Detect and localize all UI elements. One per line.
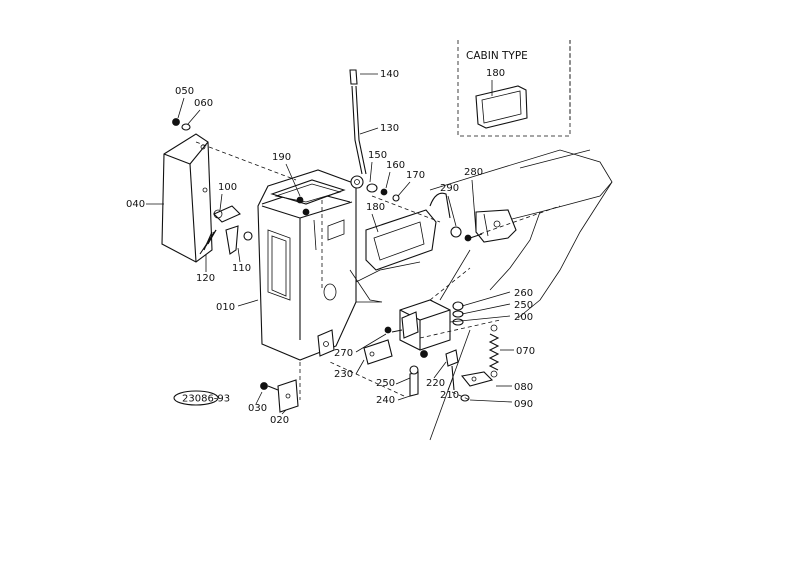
frame-bracket — [475, 209, 517, 243]
leader-p150 — [369, 161, 373, 183]
leader-p230 — [355, 359, 365, 375]
leader-p050 — [177, 97, 185, 119]
shift-lever — [349, 69, 400, 202]
part-label-p120: 120 — [196, 273, 215, 284]
leader-p190 — [285, 163, 301, 197]
leader-p250b — [395, 377, 411, 385]
catalog-code: 23086-93 — [182, 394, 230, 405]
part-label-p020: 020 — [270, 415, 289, 426]
part-label-p260: 260 — [514, 288, 533, 299]
leader-p110 — [237, 247, 241, 263]
leader-p020 — [281, 409, 287, 415]
leader-p200 — [449, 315, 511, 323]
part-label-p160: 160 — [386, 160, 405, 171]
leader-p090 — [469, 399, 513, 403]
assembly-dashed-lines — [195, 141, 561, 401]
part-label-p140: 140 — [380, 69, 399, 80]
part-label-p210: 210 — [440, 390, 459, 401]
bottom-bracket — [260, 379, 299, 413]
part-label-p200: 200 — [514, 312, 533, 323]
leader-p130 — [359, 127, 379, 135]
leader-p250a — [461, 303, 511, 315]
leader-p030 — [255, 391, 263, 405]
part-label-p180a: 180 — [366, 202, 385, 213]
leader-p280 — [471, 179, 477, 233]
side-cover-plate — [161, 133, 213, 263]
part-label-p050: 050 — [175, 86, 194, 97]
leader-p100 — [219, 193, 223, 211]
part-label-p100: 100 — [218, 182, 237, 193]
part-label-p150: 150 — [368, 150, 387, 161]
leader-p210 — [447, 379, 453, 391]
leader-p170 — [397, 181, 411, 197]
part-label-p240: 240 — [376, 395, 395, 406]
part-label-p060: 060 — [194, 98, 213, 109]
leader-p160 — [385, 171, 391, 189]
leader-p180a — [371, 213, 379, 233]
part-label-p230: 230 — [334, 369, 353, 380]
part-label-p080: 080 — [514, 382, 533, 393]
handrail — [365, 192, 451, 271]
leader-p240 — [397, 395, 411, 401]
cabin-cover-part — [475, 85, 528, 129]
part-label-p030: 030 — [248, 403, 267, 414]
tension-spring — [488, 324, 500, 378]
part-label-p280: 280 — [464, 167, 483, 178]
part-label-p130: 130 — [380, 123, 399, 134]
catalog-code-badge: 23086-93 — [173, 390, 230, 406]
leader-lines — [146, 73, 514, 415]
cabin-type-inset: CABIN TYPE — [457, 40, 571, 137]
bolt-washer — [172, 118, 191, 131]
part-label-p040: 040 — [126, 199, 145, 210]
part-label-p290: 290 — [440, 183, 459, 194]
leader-p270 — [355, 333, 387, 353]
pivot-bolt — [450, 226, 483, 242]
part-label-p180b: 180 — [486, 68, 505, 79]
part-label-p110: 110 — [232, 263, 251, 274]
part-label-p010: 010 — [216, 302, 235, 313]
part-label-p220: 220 — [426, 378, 445, 389]
part-labels: 0500600401901001201100100300201401301501… — [126, 68, 535, 426]
inset-title: CABIN TYPE — [466, 50, 528, 62]
part-label-p250a: 250 — [514, 300, 533, 311]
leader-p260 — [461, 291, 511, 307]
part-label-p170: 170 — [406, 170, 425, 181]
part-label-p250b: 250 — [376, 378, 395, 389]
valve-bracket — [399, 299, 464, 351]
part-label-p190: 190 — [272, 152, 291, 163]
part-label-p270: 270 — [334, 348, 353, 359]
lower-links — [363, 326, 494, 402]
pedal-linkage — [199, 205, 253, 255]
console-housing — [257, 169, 383, 361]
leader-p220 — [433, 361, 447, 379]
leader-p060 — [187, 109, 201, 125]
part-label-p090: 090 — [514, 399, 533, 410]
leader-p290 — [447, 195, 457, 227]
leader-p010 — [237, 299, 259, 307]
part-label-p070: 070 — [516, 346, 535, 357]
